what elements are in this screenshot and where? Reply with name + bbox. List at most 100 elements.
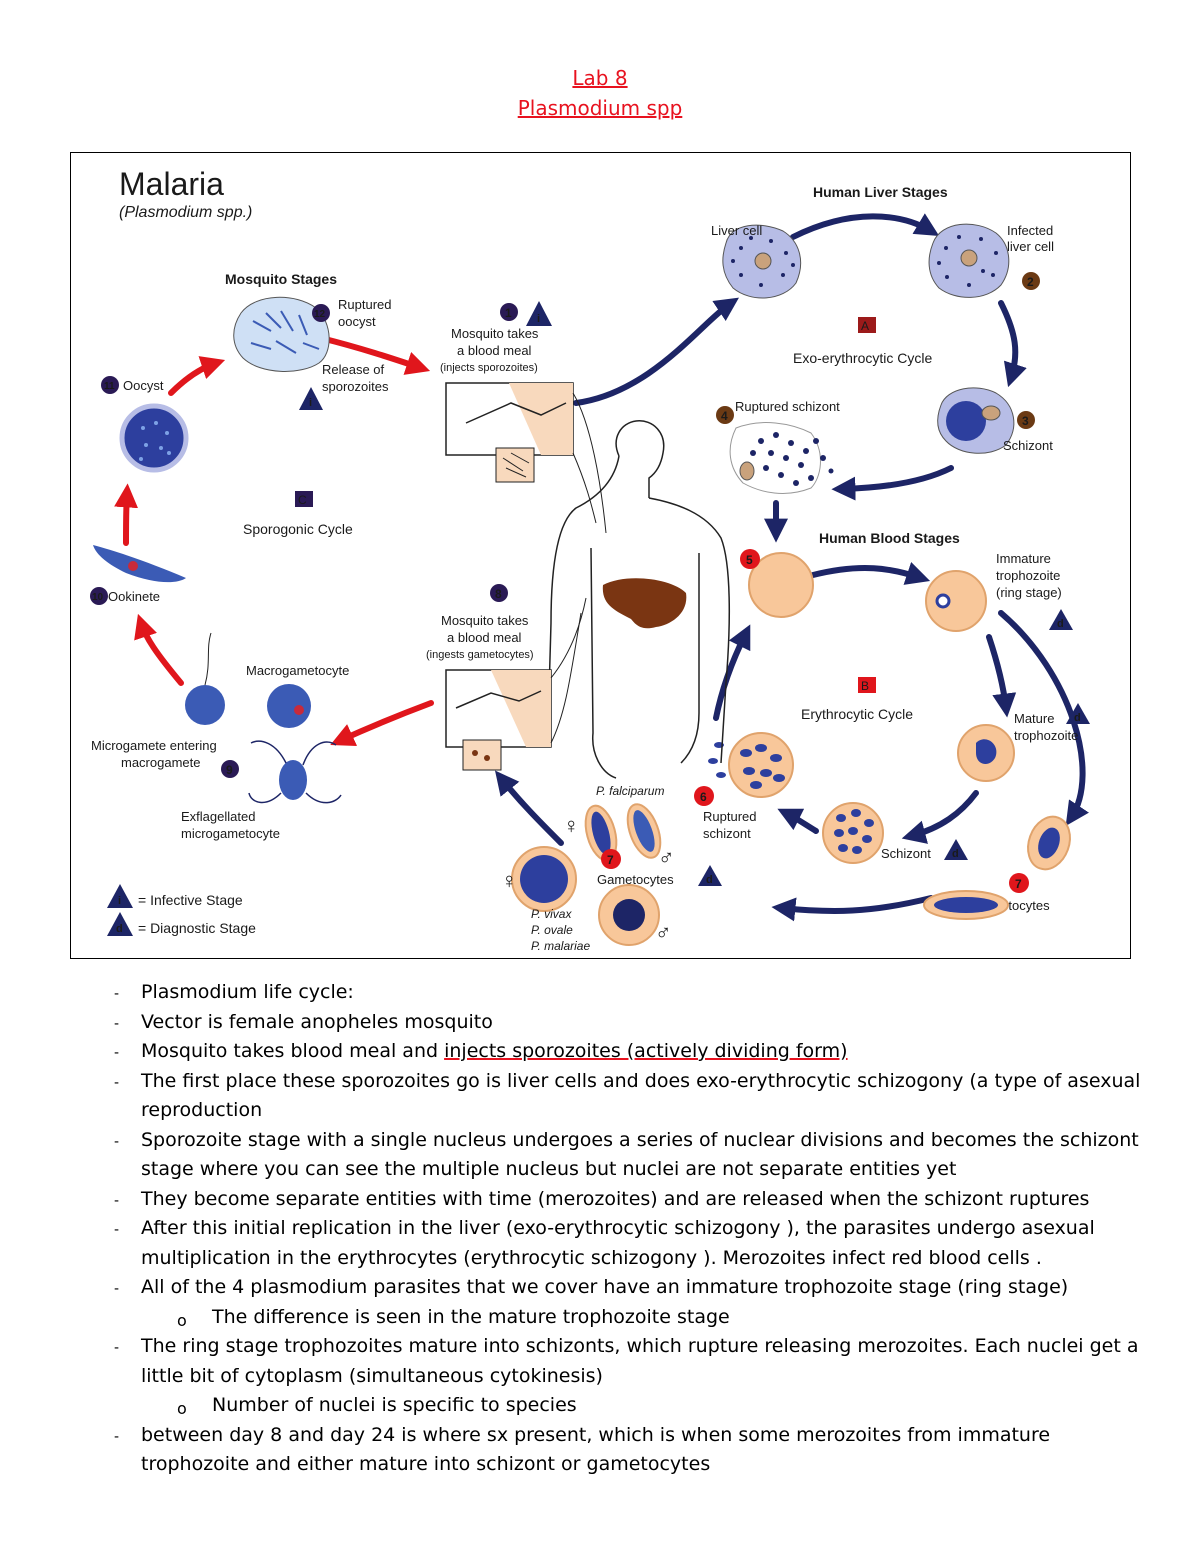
infective-triangle-1: i [526, 301, 552, 326]
mature-trophozoite-cell [957, 724, 1015, 782]
human-liver-stages-header: Human Liver Stages [813, 184, 948, 200]
arrow-ring-to-mature [986, 634, 1017, 718]
badge-2: 2 [1022, 272, 1040, 290]
note-item: between day 8 and day 24 is where sx pre… [0, 1421, 1151, 1480]
ruptured-blood-schizont-label-2: schizont [703, 826, 751, 841]
mature-trophozoite-label-1: Mature [1014, 711, 1054, 726]
release-sporozoites-label-1: Release of [322, 362, 385, 377]
ruptured-oocyst-label-1: Ruptured [338, 297, 391, 312]
liver-cell [722, 224, 802, 299]
arrow-zygote-to-ookinete [134, 613, 184, 686]
svg-text:4: 4 [721, 409, 728, 423]
badge-1: 1 [500, 303, 518, 321]
badge-9: 9 [221, 760, 239, 778]
note-subitem: Number of nuclei is specific to species [0, 1391, 1152, 1423]
arrow-gametocytes-to-mosquito [495, 770, 564, 846]
arrow-oocyst-to-rupture [168, 356, 226, 396]
infected-liver-cell-label-2: liver cell [1007, 239, 1054, 254]
arrow-gametocytes-back [771, 895, 934, 922]
badge-12: 12 [312, 304, 330, 322]
microgamete-entering [185, 632, 225, 725]
cycle-b-name: Erythrocytic Cycle [801, 706, 913, 722]
ruptured-blood-schizont-label-1: Ruptured [703, 809, 756, 824]
note-item: All of the 4 plasmodium parasites that w… [0, 1273, 1151, 1304]
microgamete-label-2: macrogamete [121, 755, 200, 770]
badge-7-right: 7 [1009, 873, 1029, 893]
gametocytes-label-center: Gametocytes [597, 872, 674, 887]
svg-text:i: i [309, 397, 312, 409]
arrow-mosquito-to-microgamete [330, 700, 434, 746]
oocyst [119, 403, 189, 473]
panel-connector-lines [550, 392, 607, 744]
infected-liver-cell [928, 223, 1010, 298]
diagnostic-triangle-gametocytes: d [698, 865, 722, 886]
note-item: After this initial replication in the li… [0, 1214, 1151, 1273]
notes-list: Plasmodium life cycle: Vector is female … [0, 978, 1200, 1480]
red-blood-cell [748, 552, 814, 618]
ruptured-schizont-label: Ruptured schizont [735, 399, 840, 414]
falciparum-male-gametocyte [626, 803, 662, 859]
cycle-c-letter: C [298, 493, 307, 507]
svg-text:d: d [1057, 618, 1064, 630]
note-item: The first place these sporozoites go is … [0, 1067, 1151, 1126]
arrow-infected-to-schizont [998, 300, 1027, 388]
immature-trophozoite-label-1: Immature [996, 551, 1051, 566]
ring-stage-cell [925, 570, 987, 632]
lifecycle-diagram: Malaria (Plasmodium spp.) Human Liver St… [90, 166, 1090, 953]
falciparum-female-gametocyte [584, 804, 618, 862]
stage-1-label-2: a blood meal [457, 343, 532, 358]
document-title: Lab 8 [572, 66, 628, 90]
arrow-ruptured-to-rbc-b [713, 624, 751, 721]
svg-text:12: 12 [314, 309, 326, 320]
malariae-label: P. malariae [531, 939, 590, 953]
arrow-ookinete-to-oocyst [114, 483, 139, 546]
badge-8: 8 [490, 584, 508, 602]
svg-text:7: 7 [1015, 877, 1022, 891]
svg-text:d: d [706, 874, 713, 886]
male-symbol-1: ♂ [658, 845, 675, 870]
male-symbol-2: ♂ [655, 920, 672, 945]
figure-title: Malaria [119, 166, 224, 202]
document-subtitle: Plasmodium spp [517, 96, 683, 120]
arrow-liver-to-infected [790, 213, 940, 240]
svg-text:i: i [537, 313, 540, 325]
microgamete-label-1: Microgamete entering [91, 738, 217, 753]
note-subitem: The difference is seen in the mature tro… [0, 1303, 1152, 1334]
blood-schizont-label: Schizont [881, 846, 931, 861]
arrow-mature-to-schizont [901, 790, 979, 844]
falciparum-label: P. falciparum [596, 784, 664, 798]
stage-1-label-1: Mosquito takes [451, 326, 539, 341]
human-blood-stages-header: Human Blood Stages [819, 530, 960, 546]
ruptured-oocyst-label-2: oocyst [338, 314, 376, 329]
liver-organ [602, 578, 687, 629]
badge-6: 6 [694, 786, 714, 806]
legend-infective-label: = Infective Stage [138, 892, 243, 908]
mosquito-panel-injecting [445, 382, 574, 483]
ruptured-blood-schizont [708, 732, 794, 798]
svg-text:7: 7 [607, 853, 614, 867]
mosquito-stages-header: Mosquito Stages [225, 271, 337, 287]
macrogametocyte [267, 684, 311, 728]
cycle-c-name: Sporogonic Cycle [243, 521, 353, 537]
mature-trophozoite-label-2: trophozoite [1014, 728, 1078, 743]
badge-5: 5 [740, 549, 760, 569]
macrogametocyte-label: Macrogametocyte [246, 663, 349, 678]
legend-diagnostic: d = Diagnostic Stage [107, 912, 256, 936]
cycle-b-letter: B [861, 679, 869, 693]
arrow-schizont-to-ruptured [831, 465, 954, 501]
cycle-a-badge [858, 317, 876, 333]
svg-text:1: 1 [505, 306, 512, 320]
underlined-text: injects sporozoites (actively dividing f… [444, 1040, 848, 1062]
note-item: Vector is female anopheles mosquito [0, 1008, 1151, 1038]
svg-text:i: i [118, 895, 121, 907]
svg-text:d: d [952, 848, 959, 860]
vivax-female-gametocyte [511, 846, 577, 912]
note-item: The ring stage trophozoites mature into … [0, 1332, 1151, 1391]
oocyst-label: Oocyst [123, 378, 164, 393]
infective-triangle-12: i [299, 387, 323, 410]
infected-liver-cell-label-1: Infected [1007, 223, 1053, 238]
female-symbol-2: ♀ [501, 868, 518, 893]
stage-8-label-2: a blood meal [447, 630, 522, 645]
badge-3: 3 [1017, 411, 1035, 429]
cycle-a-name: Exo-erythrocytic Cycle [793, 350, 932, 366]
